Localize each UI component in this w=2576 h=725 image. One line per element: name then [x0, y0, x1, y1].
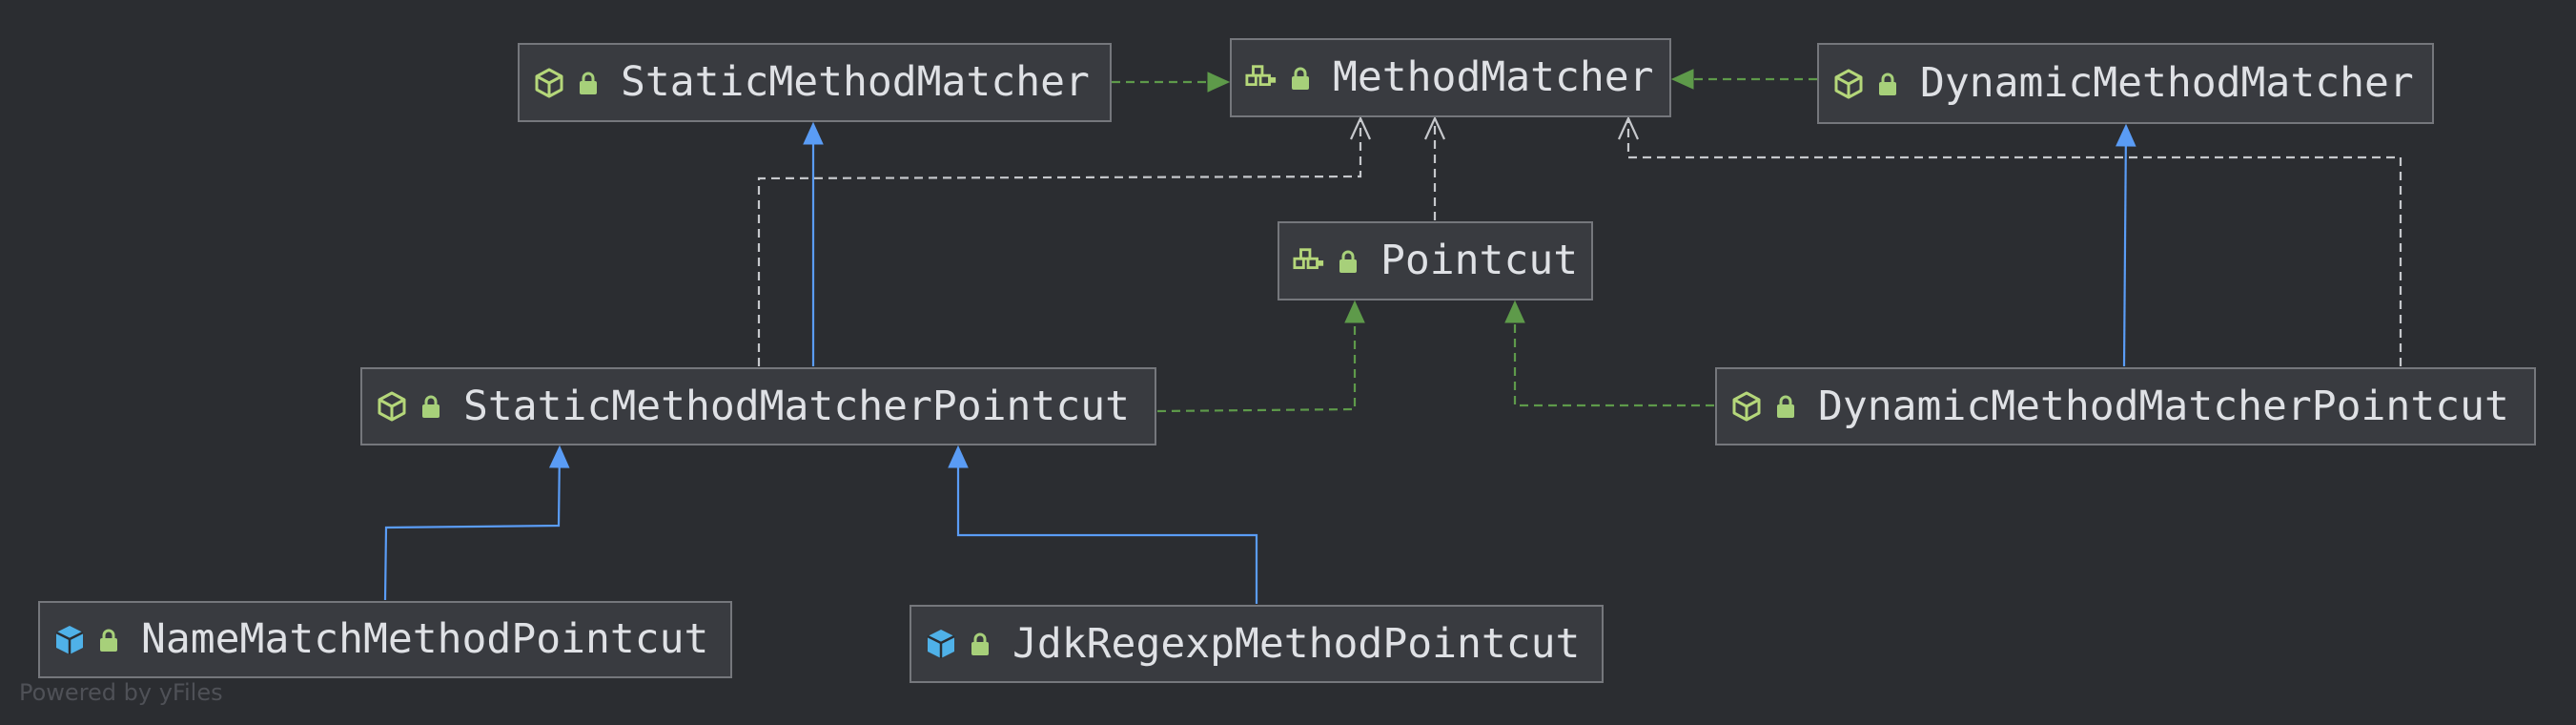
- edge-arrowhead: [1349, 115, 1372, 140]
- edge-static-method-matcher-pointcut-dependency-method-matcher: [757, 115, 1372, 366]
- edge-static-method-matcher-pointcut-extends-static-method-matcher: [803, 121, 824, 366]
- abstract-class-icon: [533, 67, 565, 99]
- edge-arrowhead: [803, 121, 824, 145]
- node-label: NameMatchMethodPointcut: [141, 615, 709, 663]
- lock-icon: [1876, 69, 1899, 99]
- edge-arrowhead: [1423, 115, 1446, 140]
- class-icon: [53, 624, 86, 656]
- node-label: StaticMethodMatcher: [621, 58, 1090, 106]
- edge-static-method-matcher-pointcut-implements-pointcut: [1156, 300, 1365, 413]
- edge-arrowhead: [1504, 300, 1525, 323]
- edge-static-method-matcher-implements-method-matcher: [1112, 72, 1231, 93]
- edge-arrowhead: [948, 445, 969, 468]
- edge-dynamic-method-matcher-pointcut-extends-dynamic-method-matcher: [2116, 123, 2136, 367]
- node-label: DynamicMethodMatcher: [1920, 59, 2414, 107]
- lock-icon: [577, 68, 600, 98]
- node-method-matcher[interactable]: MethodMatcher: [1230, 38, 1671, 117]
- edge-arrowhead: [548, 445, 570, 468]
- node-label: StaticMethodMatcherPointcut: [463, 382, 1130, 430]
- node-label: JdkRegexpMethodPointcut: [1012, 619, 1581, 668]
- edge-line: [1156, 322, 1357, 413]
- edge-line: [956, 467, 1258, 604]
- class-icon: [925, 628, 957, 660]
- edge-arrowhead: [1670, 69, 1694, 90]
- lock-icon: [419, 391, 442, 422]
- edge-arrowhead: [1207, 72, 1231, 93]
- watermark: Powered by yFiles: [19, 679, 223, 706]
- edge-arrowhead: [1617, 115, 1640, 140]
- edge-line: [383, 466, 561, 601]
- node-label: Pointcut: [1380, 237, 1579, 284]
- node-label: MethodMatcher: [1333, 53, 1654, 101]
- node-static-method-matcher-pointcut[interactable]: StaticMethodMatcherPointcut: [360, 367, 1156, 445]
- interface-icon: [1245, 62, 1278, 94]
- edge-arrowhead: [2116, 123, 2136, 147]
- edge-jdk-regexp-method-pointcut-extends-static-method-matcher-pointcut: [948, 445, 1258, 604]
- edge-line: [1513, 322, 1714, 407]
- abstract-class-icon: [1730, 390, 1763, 423]
- lock-icon: [969, 629, 992, 659]
- node-pointcut[interactable]: Pointcut: [1278, 221, 1593, 300]
- abstract-class-icon: [376, 390, 408, 423]
- interface-icon: [1293, 245, 1325, 278]
- lock-icon: [1289, 63, 1312, 93]
- edge-dynamic-method-matcher-pointcut-dependency-method-matcher: [1617, 115, 2402, 366]
- edge-line: [2122, 145, 2127, 367]
- node-dynamic-method-matcher-pointcut[interactable]: DynamicMethodMatcherPointcut: [1715, 367, 2536, 445]
- abstract-class-icon: [1832, 68, 1865, 100]
- edge-name-match-method-pointcut-extends-static-method-matcher-pointcut: [383, 445, 570, 601]
- node-dynamic-method-matcher[interactable]: DynamicMethodMatcher: [1817, 43, 2434, 124]
- edge-arrowhead: [1344, 300, 1365, 323]
- lock-icon: [1774, 391, 1797, 422]
- edge-line: [757, 118, 1362, 366]
- node-static-method-matcher[interactable]: StaticMethodMatcher: [518, 43, 1112, 122]
- lock-icon: [1337, 246, 1360, 277]
- edge-line: [1626, 118, 2402, 366]
- edge-dynamic-method-matcher-pointcut-implements-pointcut: [1504, 300, 1714, 407]
- node-jdk-regexp-method-pointcut[interactable]: JdkRegexpMethodPointcut: [910, 605, 1604, 683]
- node-name-match-method-pointcut[interactable]: NameMatchMethodPointcut: [38, 601, 732, 678]
- edge-pointcut-dependency-method-matcher: [1423, 115, 1446, 220]
- edge-dynamic-method-matcher-implements-method-matcher: [1670, 69, 1817, 90]
- lock-icon: [97, 625, 120, 655]
- node-label: DynamicMethodMatcherPointcut: [1818, 382, 2509, 430]
